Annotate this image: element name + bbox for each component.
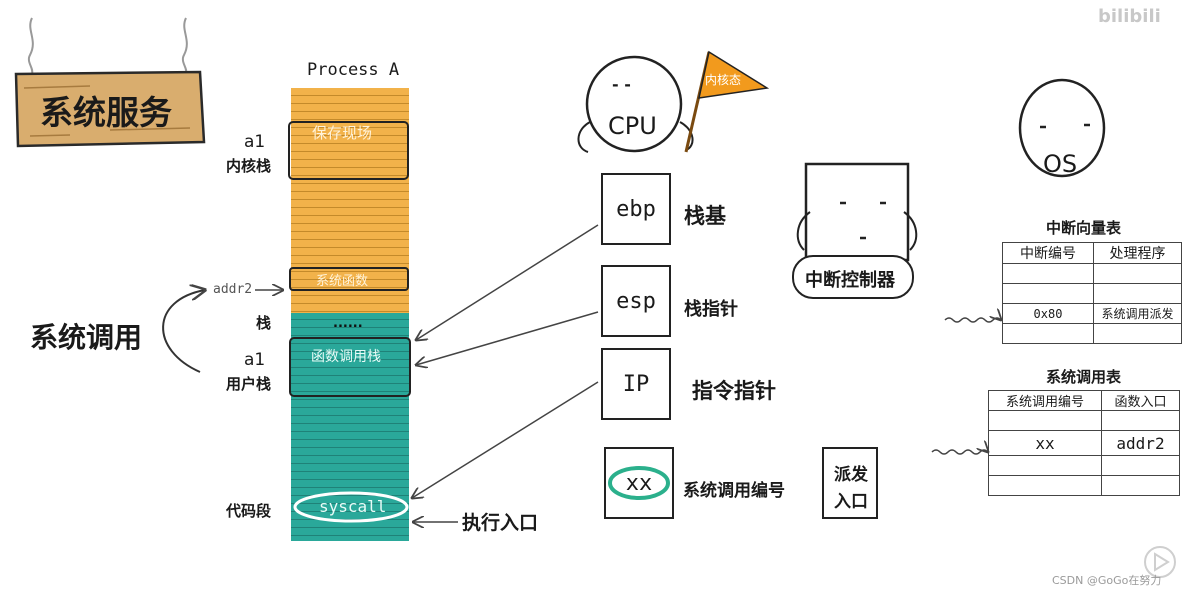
ic-label-pill (792, 255, 914, 299)
ivt-cell (1002, 283, 1094, 304)
table-row (1002, 263, 1182, 284)
ivt-cell (1093, 323, 1182, 344)
syscall-func-text: 系统函数 (316, 274, 369, 289)
code-segment-label: 代码段 (226, 502, 272, 520)
title: 系统服务 (40, 93, 172, 132)
ivt-cell (1002, 323, 1094, 344)
play-icon (1144, 546, 1176, 578)
register-ip: IP (601, 348, 671, 420)
table-row (988, 475, 1180, 496)
syscall-table-squiggle-arrow (931, 450, 988, 455)
ic-arm-right (903, 211, 918, 251)
interrupt-controller-character (792, 162, 918, 299)
title-sign (14, 17, 206, 148)
syscall-text: syscall (319, 497, 387, 516)
kernel-a1-label: a1 (244, 132, 266, 152)
syscall-table-header-number: 系统调用编号 (988, 390, 1102, 411)
kernel-stack-region (291, 88, 409, 313)
ebp-arrow (416, 224, 599, 340)
register-ebp: ebp (601, 173, 671, 245)
sign-string-right (181, 17, 188, 75)
kernel-stack-label: 内核栈 (226, 157, 272, 175)
register-syscall-number: xx (604, 447, 674, 519)
stack-dots: ...... (333, 316, 363, 331)
syscall-table-header-entry: 函数入口 (1101, 390, 1180, 411)
ivt-squiggle-arrow (944, 318, 1001, 323)
sign-grain (23, 85, 191, 137)
process-title: Process A (307, 60, 400, 80)
flag (698, 50, 770, 99)
register-ip-label: 指令指针 (692, 379, 776, 403)
left-curved-arrow (162, 290, 205, 373)
left-label: 系统调用 (30, 321, 143, 354)
syscall-ring (293, 491, 409, 523)
ivt-title: 中断向量表 (1046, 219, 1122, 237)
ip-arrow (412, 381, 599, 498)
func-call-stack-box (289, 337, 411, 397)
sign-board (14, 70, 206, 148)
syscall-cell (1101, 475, 1180, 496)
syscall-cell (988, 410, 1102, 431)
ivt-header-number: 中断编号 (1002, 242, 1094, 264)
register-syscall-number-label: 系统调用编号 (683, 481, 785, 501)
entry-label: 执行入口 (462, 512, 539, 534)
flag-label: 内核态 (705, 73, 742, 87)
sign-string-left (27, 17, 34, 75)
dispatch-entry-box: 派发 入口 (822, 447, 878, 519)
interrupt-controller-label: 中断控制器 (805, 270, 895, 291)
cpu-label: CPU (608, 112, 657, 140)
ic-body (804, 162, 910, 262)
csdn-watermark: CSDN @GoGo在努力 (1052, 574, 1162, 587)
ivt-cell (1002, 263, 1094, 284)
dispatch-line2: 入口 (834, 492, 868, 512)
syscall-cell (1101, 455, 1180, 476)
os-label: OS (1043, 150, 1078, 178)
ic-arm-left (796, 211, 811, 251)
save-context-text: 保存现场 (312, 124, 373, 142)
table-row (1002, 283, 1182, 304)
os-head (1018, 78, 1106, 178)
ivt-cell (1093, 283, 1182, 304)
syscall-cell (988, 455, 1102, 476)
cpu-head (585, 55, 683, 153)
cpu-arm-left (577, 121, 591, 153)
syscall-cell-xx: xx (988, 430, 1102, 456)
ivt-cell (1093, 263, 1182, 284)
table-row (988, 410, 1180, 431)
register-esp-label: 栈指针 (684, 299, 738, 320)
syscall-cell (1101, 410, 1180, 431)
esp-arrow (416, 311, 599, 365)
ivt-cell-syscall-dispatch: 系统调用派发 (1093, 303, 1182, 324)
process-stack (288, 88, 411, 541)
syscall-table-title: 系统调用表 (1046, 368, 1122, 386)
ivt-header-handler: 处理程序 (1093, 242, 1182, 264)
save-context-box (288, 121, 409, 180)
register-ebp-label: 栈基 (684, 204, 726, 228)
table-row (1002, 323, 1182, 344)
register-esp: esp (601, 265, 671, 337)
syscall-cell-addr2: addr2 (1101, 430, 1180, 456)
cpu-eyes: - - (612, 75, 631, 94)
cpu-character (577, 50, 770, 153)
ivt-cell-0x80: 0x80 (1002, 303, 1094, 324)
dispatch-line1: 派发 (834, 465, 868, 485)
syscall-func-box (289, 267, 409, 291)
syscall-cell (988, 475, 1102, 496)
stack-label: 栈 (256, 314, 272, 332)
bili-watermark: bilibili (1098, 6, 1161, 27)
user-a1-label: a1 (244, 350, 266, 370)
user-stack-region (291, 313, 409, 541)
syscall-number-ring (608, 466, 670, 500)
user-stack-label: 用户栈 (226, 375, 272, 393)
func-call-stack-text: 函数调用栈 (311, 349, 381, 365)
os-character (1018, 78, 1106, 178)
addr2-label: addr2 (213, 282, 253, 297)
table-row (988, 455, 1180, 476)
